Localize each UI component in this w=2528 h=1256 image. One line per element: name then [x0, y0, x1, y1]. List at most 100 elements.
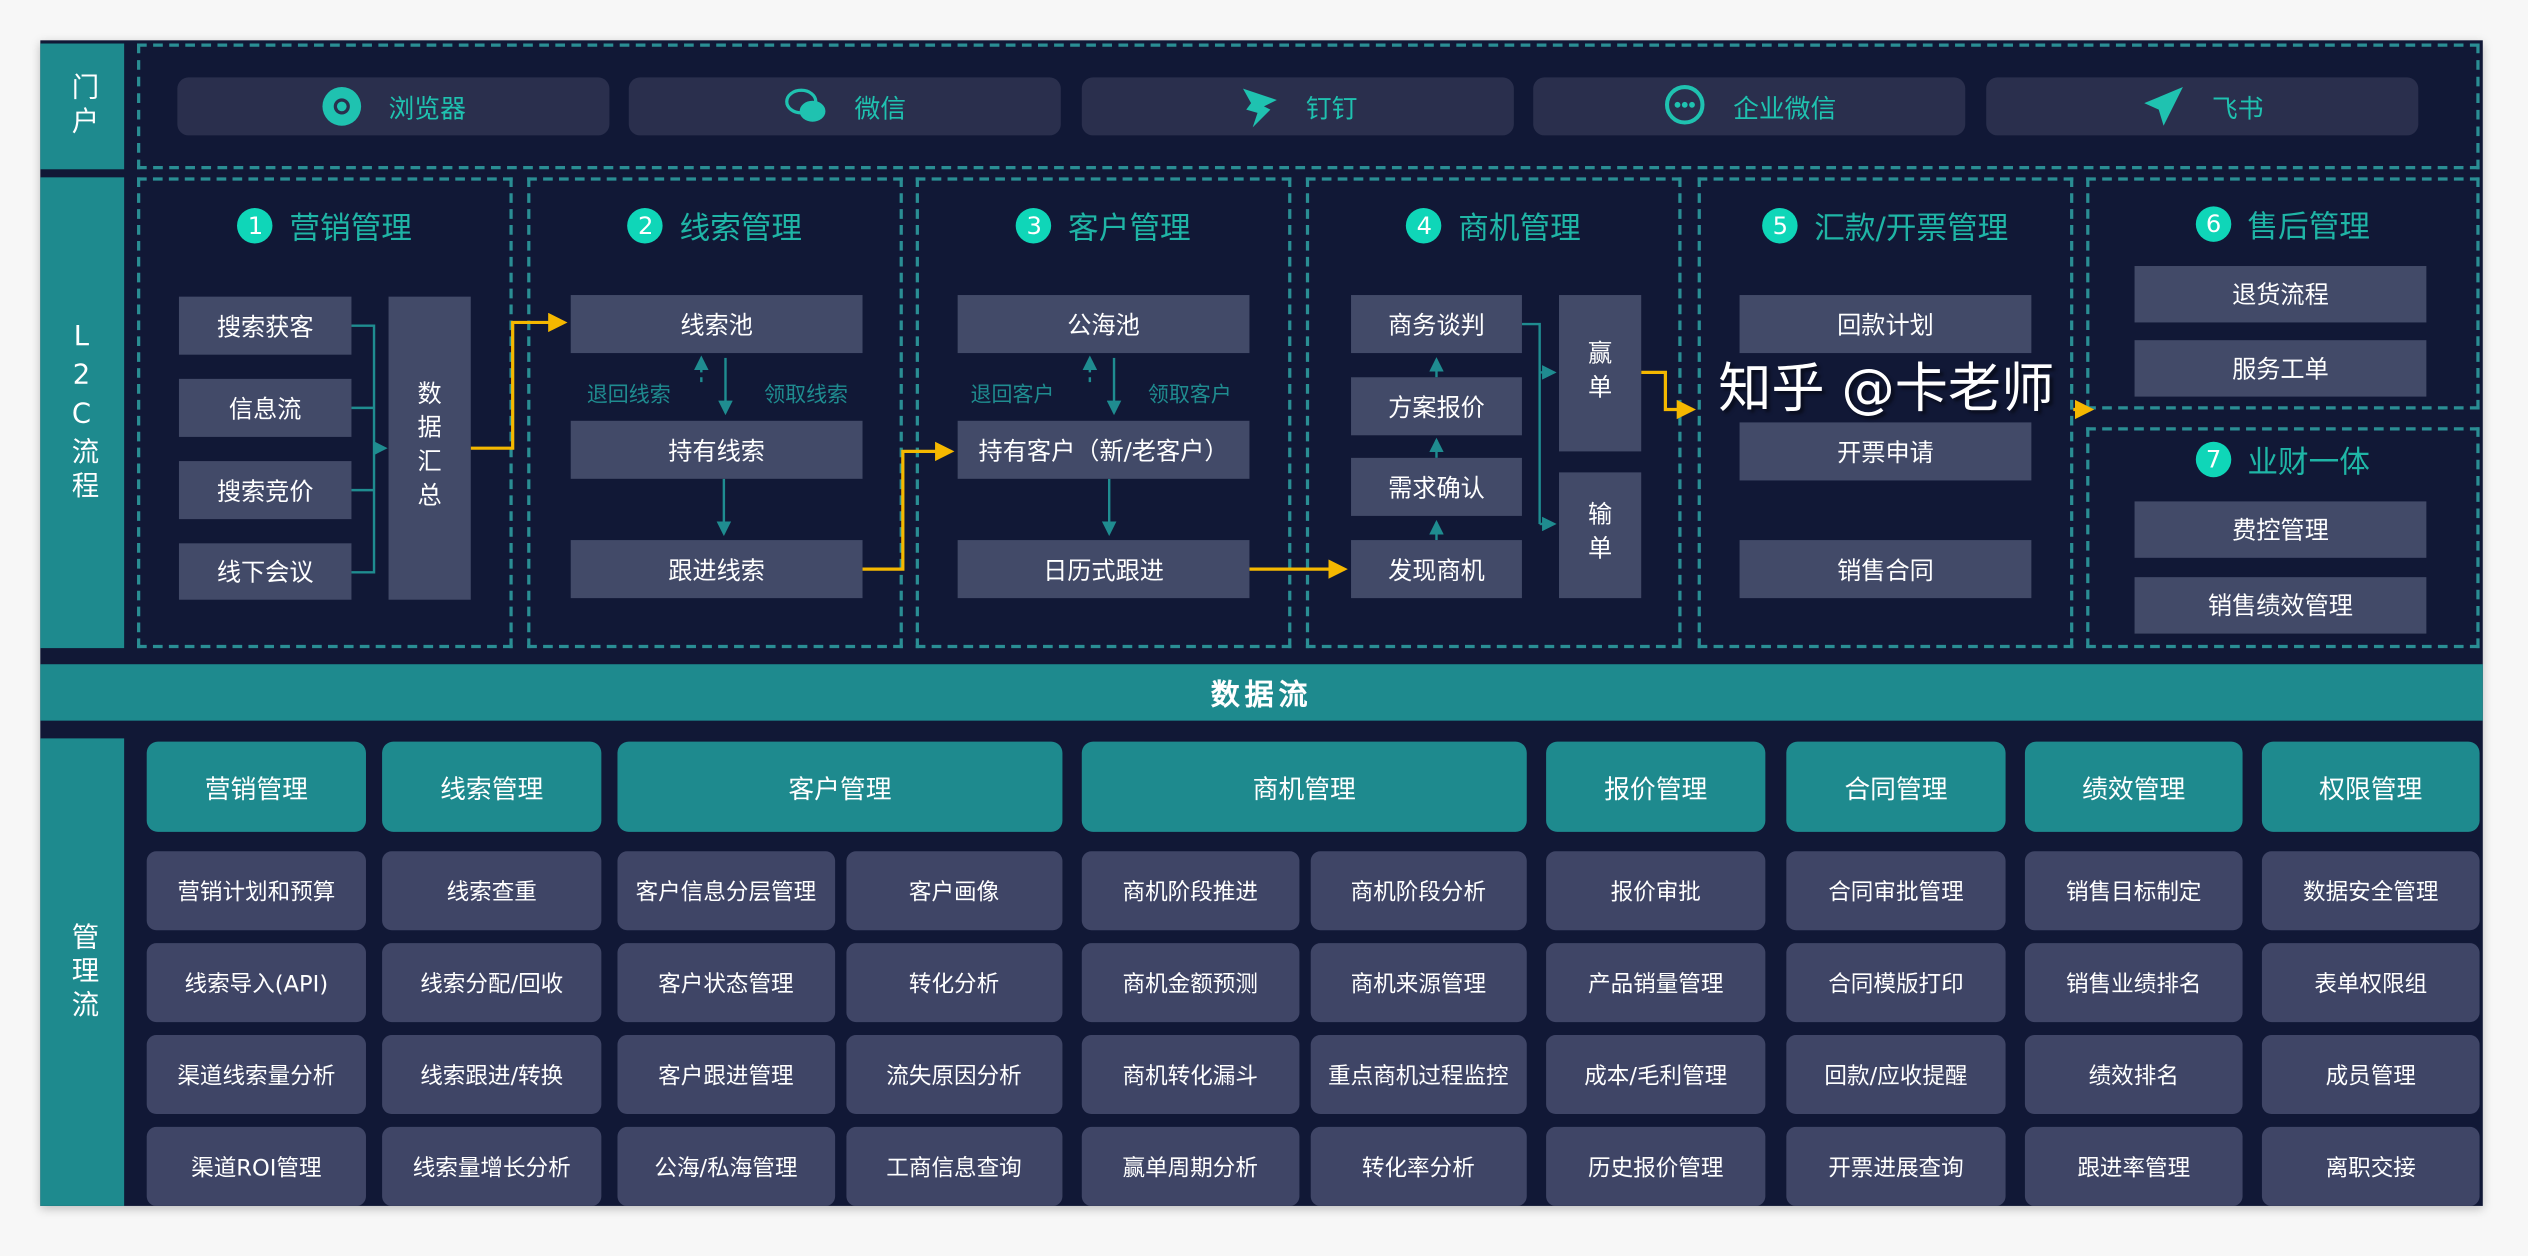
flow-node[interactable]: 赢单: [1558, 295, 1642, 452]
portal-label: 企业微信: [1733, 93, 1837, 125]
mgmt-item[interactable]: 流失原因分析: [845, 1035, 1063, 1115]
mgmt-item[interactable]: 销售目标制定: [2024, 851, 2243, 931]
mgmt-item[interactable]: 线索分配/回收: [382, 943, 602, 1023]
flow-node[interactable]: 日历式跟进: [957, 540, 1250, 599]
l2c-col-customer: [915, 177, 1292, 649]
mgmt-item[interactable]: 商机金额预测: [1081, 943, 1299, 1023]
flow-node[interactable]: 线下会议: [178, 543, 352, 600]
mgmt-item[interactable]: 客户跟进管理: [617, 1035, 835, 1115]
mgmt-header[interactable]: 商机管理: [1081, 741, 1527, 832]
mgmt-item[interactable]: 数据安全管理: [2261, 851, 2480, 931]
flow-node[interactable]: 搜索竞价: [178, 461, 352, 520]
flow-node[interactable]: 公海池: [957, 295, 1250, 354]
mgmt-item[interactable]: 重点商机过程监控: [1309, 1035, 1527, 1115]
mgmt-item[interactable]: 商机转化漏斗: [1081, 1035, 1299, 1115]
flow-node[interactable]: 持有客户（新/老客户）: [957, 420, 1250, 479]
mgmt-header[interactable]: 绩效管理: [2024, 741, 2243, 832]
flow-node[interactable]: 输单: [1558, 472, 1642, 599]
section-title-c5: 5 汇款/开票管理: [1698, 205, 2074, 247]
section-title-text: 客户管理: [1068, 210, 1191, 246]
portal-label: 钉钉: [1305, 93, 1358, 125]
label-return-customers: 退回客户: [970, 383, 1055, 408]
flow-node[interactable]: 信息流: [178, 378, 352, 437]
section-title-text: 汇款/开票管理: [1814, 210, 2009, 246]
mgmt-item[interactable]: 报价审批: [1546, 851, 1766, 931]
flow-node[interactable]: 跟进线索: [570, 540, 863, 599]
mgmt-item[interactable]: 营销计划和预算: [146, 851, 366, 931]
mgmt-item[interactable]: 商机来源管理: [1309, 943, 1527, 1023]
mgmt-item[interactable]: 成员管理: [2261, 1035, 2480, 1115]
mgmt-item[interactable]: 公海/私海管理: [617, 1126, 835, 1206]
portal-label: 飞书: [2211, 93, 2264, 125]
mgmt-item[interactable]: 线索导入(API): [146, 943, 366, 1023]
l2c-col-leads: [527, 177, 903, 649]
mgmt-item[interactable]: 离职交接: [2261, 1126, 2480, 1206]
flow-node[interactable]: 商务谈判: [1351, 295, 1522, 354]
flow-node[interactable]: 退货流程: [2134, 266, 2427, 323]
mgmt-item[interactable]: 历史报价管理: [1546, 1126, 1766, 1206]
mgmt-item[interactable]: 客户信息分层管理: [617, 851, 835, 931]
mgmt-item[interactable]: 线索跟进/转换: [382, 1035, 602, 1115]
mgmt-item[interactable]: 合同模版打印: [1786, 943, 2006, 1023]
flow-node[interactable]: 搜索获客: [178, 296, 352, 355]
mgmt-item[interactable]: 产品销量管理: [1546, 943, 1766, 1023]
flow-node[interactable]: 方案报价: [1351, 377, 1522, 436]
flow-node[interactable]: 销售合同: [1739, 540, 2032, 599]
mgmt-item[interactable]: 合同审批管理: [1786, 851, 2006, 931]
mgmt-item[interactable]: 销售业绩排名: [2024, 943, 2243, 1023]
mgmt-item[interactable]: 商机阶段推进: [1081, 851, 1299, 931]
section-title-c4: 4 商机管理: [1306, 205, 1682, 247]
flow-node[interactable]: 持有线索: [570, 420, 863, 479]
flow-node[interactable]: 数据汇总: [388, 296, 471, 600]
mgmt-item[interactable]: 回款/应收提醒: [1786, 1035, 2006, 1115]
flow-node[interactable]: 开票申请: [1739, 422, 2032, 481]
flow-node[interactable]: 需求确认: [1351, 457, 1522, 516]
mgmt-item[interactable]: 商机阶段分析: [1309, 851, 1527, 931]
mgmt-label: 管理流: [40, 738, 125, 1206]
mgmt-item[interactable]: 赢单周期分析: [1081, 1126, 1299, 1206]
portal-button-3[interactable]: 企业微信: [1533, 77, 1966, 136]
mgmt-item[interactable]: 跟进率管理: [2024, 1126, 2243, 1206]
portal-button-1[interactable]: 微信: [628, 77, 1061, 136]
mgmt-item[interactable]: 客户状态管理: [617, 943, 835, 1023]
section-title-c3: 3 客户管理: [916, 205, 1292, 247]
portal-button-4[interactable]: 飞书: [1986, 77, 2419, 136]
mgmt-item[interactable]: 转化率分析: [1309, 1126, 1527, 1206]
flow-node[interactable]: 发现商机: [1351, 540, 1522, 599]
step-number-badge: 5: [1762, 207, 1799, 244]
mgmt-item[interactable]: 绩效排名: [2024, 1035, 2243, 1115]
l2c-col-payment: [1697, 177, 2074, 649]
mgmt-header[interactable]: 客户管理: [617, 741, 1063, 832]
label-claim-customers: 领取客户: [1147, 383, 1232, 408]
flow-node[interactable]: 费控管理: [2134, 501, 2427, 558]
mgmt-item[interactable]: 成本/毛利管理: [1546, 1035, 1766, 1115]
flow-node[interactable]: 服务工单: [2134, 340, 2427, 397]
mgmt-header[interactable]: 合同管理: [1786, 741, 2006, 832]
step-number-badge: 3: [1016, 207, 1052, 244]
mgmt-item[interactable]: 客户画像: [845, 851, 1063, 931]
flow-node[interactable]: 回款计划: [1739, 295, 2032, 354]
mgmt-item[interactable]: 转化分析: [845, 943, 1063, 1023]
flow-node[interactable]: 销售绩效管理: [2134, 577, 2427, 634]
portal-button-0[interactable]: 浏览器: [177, 77, 610, 136]
mgmt-item[interactable]: 线索查重: [382, 851, 602, 931]
mgmt-item[interactable]: 开票进展查询: [1786, 1126, 2006, 1206]
mgmt-header[interactable]: 权限管理: [2261, 741, 2480, 832]
section-title-text: 商机管理: [1458, 210, 1581, 246]
mgmt-item[interactable]: 渠道ROI管理: [146, 1126, 366, 1206]
section-title-text: 线索管理: [679, 210, 803, 246]
mgmt-item[interactable]: 渠道线索量分析: [146, 1035, 366, 1115]
flow-node[interactable]: 线索池: [570, 295, 863, 354]
mgmt-item[interactable]: 表单权限组: [2261, 943, 2480, 1023]
portal-button-2[interactable]: 钉钉: [1081, 77, 1514, 136]
mgmt-header[interactable]: 报价管理: [1546, 741, 1766, 832]
portal-label: 浏览器: [388, 93, 466, 125]
label-claim-leads: 领取线索: [764, 383, 849, 408]
mgmt-header[interactable]: 营销管理: [146, 741, 366, 832]
mgmt-header[interactable]: 线索管理: [382, 741, 602, 832]
mgmt-item[interactable]: 工商信息查询: [845, 1126, 1063, 1206]
step-number-badge: 4: [1406, 207, 1443, 244]
mgmt-item[interactable]: 线索量增长分析: [382, 1126, 602, 1206]
